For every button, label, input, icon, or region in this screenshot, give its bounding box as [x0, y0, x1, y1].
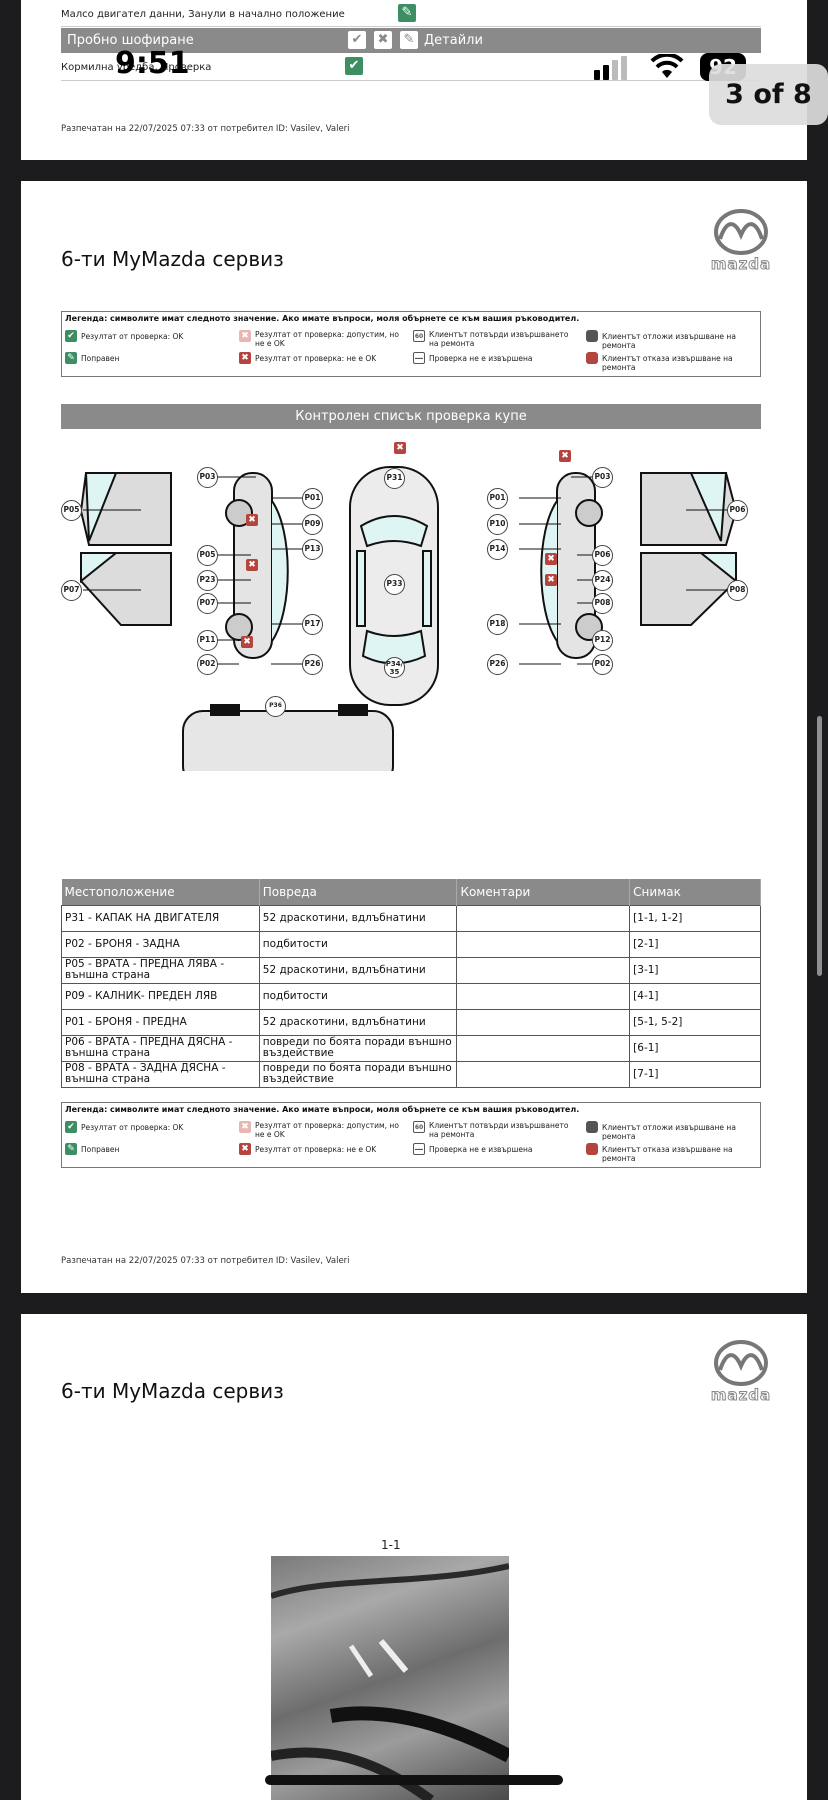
- table-row: P31 - КАПАК НА ДВИГАТЕЛЯ 52 драскотини, …: [61, 904, 761, 932]
- wrench-icon: ✎: [398, 4, 416, 22]
- scrollbar[interactable]: [817, 716, 822, 976]
- callout-p24: P24: [592, 570, 613, 591]
- callout-p17: P17: [302, 614, 323, 635]
- wifi-icon: [650, 54, 684, 78]
- callout-p36: P36: [265, 696, 286, 717]
- callout-p14: P14: [487, 539, 508, 560]
- callout-p08-side: P08: [592, 593, 613, 614]
- row-engine-oil: Малсо двигател данни, Занули в начално п…: [61, 9, 345, 20]
- check-icon: ✔: [65, 1121, 77, 1133]
- table-header: Местоположение Повреда Коментари Снимак: [61, 879, 761, 905]
- printed-footer: Разпечатан на 22/07/2025 07:33 от потреб…: [61, 1256, 350, 1266]
- check-icon: ✔: [345, 57, 363, 75]
- callout-p01-right: P01: [487, 488, 508, 509]
- legend-top: Легенда: символите имат следното значени…: [61, 311, 761, 377]
- dash-icon: —: [413, 1143, 425, 1155]
- callout-p05-side: P05: [197, 545, 218, 566]
- customer-refused-icon: [586, 352, 598, 364]
- callout-p02: P02: [197, 654, 218, 675]
- check-icon: ✔: [348, 31, 366, 49]
- callout-p11: P11: [197, 630, 218, 651]
- damage-marker-icon: ✖: [545, 574, 557, 586]
- table-row: P09 - КАЛНИК- ПРЕДЕН ЛЯВ подбитости [4-1…: [61, 982, 761, 1010]
- callout-p34: P34/ 35: [384, 657, 405, 678]
- signal-icon: [594, 56, 630, 82]
- photo-label: 1-1: [381, 1538, 401, 1552]
- damage-marker-icon: ✖: [246, 559, 258, 571]
- damage-photo[interactable]: [271, 1556, 509, 1800]
- wrench-icon: ✎: [65, 1143, 77, 1155]
- col-comments: Коментари: [456, 879, 631, 905]
- legend-bottom: Легенда: символите имат следното значени…: [61, 1102, 761, 1168]
- check-icon: ✔: [65, 330, 77, 342]
- callout-p09: P09: [302, 514, 323, 535]
- callout-p07: P07: [61, 580, 82, 601]
- callout-p13: P13: [302, 539, 323, 560]
- callout-p05: P05: [61, 500, 82, 521]
- col-location: Местоположение: [61, 879, 260, 905]
- customer-refused-icon: [586, 1143, 598, 1155]
- callout-p23: P23: [197, 570, 218, 591]
- callout-p10: P10: [487, 514, 508, 535]
- damage-marker-icon: ✖: [559, 450, 571, 462]
- cross-icon: ✖: [239, 1143, 251, 1155]
- customer-postponed-icon: [586, 330, 598, 342]
- damage-marker-icon: ✖: [241, 636, 253, 648]
- wrench-icon: ✎: [65, 352, 77, 364]
- customer-confirmed-icon: 60: [413, 1121, 425, 1133]
- callout-p08: P08: [727, 580, 748, 601]
- callout-p26: P26: [302, 654, 323, 675]
- checklist-header: Контролен списък проверка купе: [61, 404, 761, 429]
- callout-p26-right: P26: [487, 654, 508, 675]
- table-row: P05 - ВРАТА - ПРЕДНА ЛЯВА - външна стран…: [61, 956, 761, 984]
- wrench-icon: ✎: [400, 31, 418, 49]
- callout-p33: P33: [384, 574, 405, 595]
- printed-footer: Разпечатан на 22/07/2025 07:33 от потреб…: [61, 124, 350, 134]
- report-page-1: Малсо двигател данни, Занули в начално п…: [21, 0, 807, 160]
- cross-light-icon: ✖: [239, 330, 251, 342]
- callout-p03: P03: [197, 467, 218, 488]
- section-test-drive: Пробно шофиране ✔ ✖ ✎ Детайли: [61, 28, 761, 53]
- row-steering: Кормилна уредба, Проверка: [61, 62, 212, 73]
- damage-marker-icon: ✖: [394, 442, 406, 454]
- customer-confirmed-icon: 60: [413, 330, 425, 342]
- cross-icon: ✖: [239, 352, 251, 364]
- table-row: P08 - ВРАТА - ЗАДНА ДЯСНА - външна стран…: [61, 1060, 761, 1088]
- col-photo: Снимак: [629, 879, 761, 905]
- status-time: 9:51: [115, 46, 190, 81]
- table-row: P06 - ВРАТА - ПРЕДНА ДЯСНА - външна стра…: [61, 1034, 761, 1062]
- body-check-diagram: ✖ ✖ ✖ ✖ ✖ ✖ ✖ P05 P07 P06 P08 P03 P01 P0…: [21, 431, 807, 771]
- report-page-2: 6-ти MyMazda сервиз mazda Легенда: симво…: [21, 181, 807, 1293]
- callout-p06-side: P06: [592, 545, 613, 566]
- mazda-logo: mazda: [706, 1340, 776, 1408]
- callout-p06: P06: [727, 500, 748, 521]
- home-indicator[interactable]: [265, 1775, 563, 1785]
- callout-p18: P18: [487, 614, 508, 635]
- callout-p01: P01: [302, 488, 323, 509]
- page-title: 6-ти MyMazda сервиз: [61, 247, 284, 271]
- callout-p03-right: P03: [592, 467, 613, 488]
- cross-icon: ✖: [374, 31, 392, 49]
- callout-p31: P31: [384, 468, 405, 489]
- damage-marker-icon: ✖: [246, 514, 258, 526]
- table-row: P02 - БРОНЯ - ЗАДНА подбитости [2-1]: [61, 930, 761, 958]
- table-row: P01 - БРОНЯ - ПРЕДНА 52 драскотини, вдлъ…: [61, 1008, 761, 1036]
- col-damage: Повреда: [259, 879, 458, 905]
- customer-postponed-icon: [586, 1121, 598, 1133]
- mazda-logo: mazda: [706, 209, 776, 277]
- callout-p02-right: P02: [592, 654, 613, 675]
- page-indicator: 3 of 8: [709, 64, 828, 125]
- damage-marker-icon: ✖: [545, 553, 557, 565]
- car-diagram: [79, 466, 746, 771]
- callout-p12: P12: [592, 630, 613, 651]
- callout-p07-side: P07: [197, 593, 218, 614]
- damage-table: Местоположение Повреда Коментари Снимак …: [61, 879, 761, 1088]
- page-title: 6-ти MyMazda сервиз: [61, 1379, 284, 1403]
- cross-light-icon: ✖: [239, 1121, 251, 1133]
- report-page-3: 6-ти MyMazda сервиз mazda 1-1: [21, 1314, 807, 1800]
- dash-icon: —: [413, 352, 425, 364]
